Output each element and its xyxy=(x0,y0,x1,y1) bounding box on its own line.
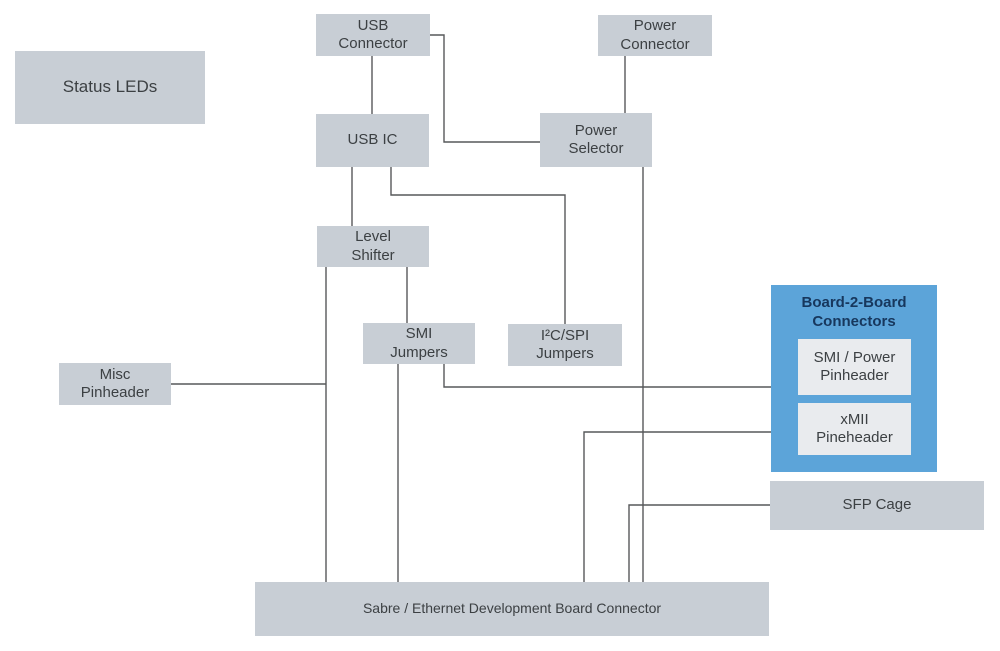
smi-jumpers-box: SMI Jumpers xyxy=(363,323,475,364)
power-connector-label: Power Connector xyxy=(620,17,690,53)
board-2-board-connectors-title: Board-2-Board Connectors xyxy=(801,294,907,330)
edge-sabre-connector-to-sfp-cage xyxy=(628,504,770,582)
smi-power-pinheader-box: SMI / Power Pinheader xyxy=(798,339,911,395)
xmii-pineheader-label: xMII Pineheader xyxy=(816,410,893,446)
usb-ic-label: USB IC xyxy=(347,131,398,149)
edge-smi-jumpers-to-smi-power-pinheader xyxy=(443,364,771,388)
sabre-connector-box: Sabre / Ethernet Development Board Conne… xyxy=(255,582,769,636)
sfp-cage-label: SFP Cage xyxy=(842,496,912,514)
sfp-cage-box: SFP Cage xyxy=(770,481,984,530)
smi-jumpers-label: SMI Jumpers xyxy=(390,325,448,361)
power-selector-box: Power Selector xyxy=(540,113,652,167)
usb-ic-box: USB IC xyxy=(316,114,429,167)
level-shifter-label: Level Shifter xyxy=(351,228,395,264)
sabre-connector-label: Sabre / Ethernet Development Board Conne… xyxy=(362,600,662,617)
edge-sabre-connector-to-xmii-pineheader xyxy=(583,431,771,582)
i2c-spi-jumpers-box: I²C/SPI Jumpers xyxy=(508,324,622,366)
status-leds-box: Status LEDs xyxy=(15,51,205,124)
status-leds-label: Status LEDs xyxy=(62,77,158,97)
i2c-spi-jumpers-label: I²C/SPI Jumpers xyxy=(536,326,594,362)
misc-pinheader-label: Misc Pinheader xyxy=(80,365,150,401)
power-selector-label: Power Selector xyxy=(568,121,624,157)
smi-power-pinheader-label: SMI / Power Pinheader xyxy=(813,348,896,384)
usb-connector-label: USB Connector xyxy=(338,16,408,52)
edge-usb-ic-to-i2c-spi-jumpers xyxy=(390,167,566,324)
level-shifter-box: Level Shifter xyxy=(317,226,429,267)
edge-usb-connector-to-power-selector xyxy=(430,34,540,143)
misc-pinheader-box: Misc Pinheader xyxy=(59,363,171,405)
board-2-board-connectors-group: Board-2-Board Connectors SMI / Power Pin… xyxy=(771,285,937,472)
xmii-pineheader-box: xMII Pineheader xyxy=(798,403,911,455)
power-connector-box: Power Connector xyxy=(598,15,712,56)
usb-connector-box: USB Connector xyxy=(316,14,430,56)
